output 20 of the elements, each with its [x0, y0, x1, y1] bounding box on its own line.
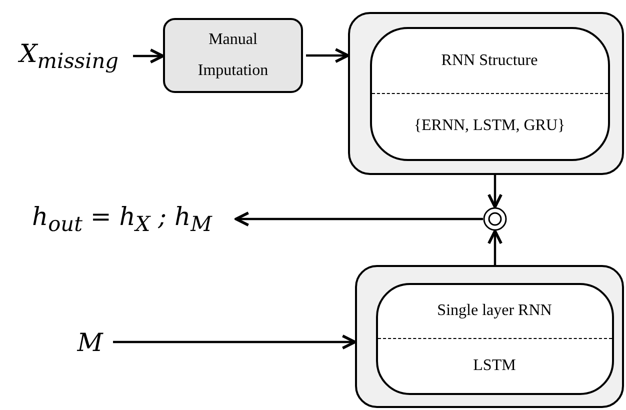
arrow [487, 230, 503, 265]
arrow [113, 334, 356, 350]
box-title: Single layer RNN [437, 301, 552, 322]
formula-text: M [77, 328, 103, 356]
box-subtitle: LSTM [473, 356, 516, 376]
formula-text: h$_{out}$ = h$_{X}$ ; h$_{M}$ [32, 202, 212, 236]
arrow [133, 48, 164, 64]
arrow [487, 175, 503, 208]
arrow [234, 211, 483, 227]
container-box [348, 12, 624, 175]
box-title: Manual Imputation [196, 30, 270, 80]
box-title: RNN Structure [441, 50, 538, 71]
operator-circle [483, 207, 507, 231]
process-box [370, 26, 610, 160]
process-box [376, 282, 614, 394]
box-subtitle: {ERNN, LSTM, GRU} [414, 116, 566, 136]
process-box [163, 18, 303, 93]
container-box [355, 265, 624, 408]
arrow [306, 48, 350, 64]
formula-text: X$_{missing}$ [19, 39, 118, 73]
